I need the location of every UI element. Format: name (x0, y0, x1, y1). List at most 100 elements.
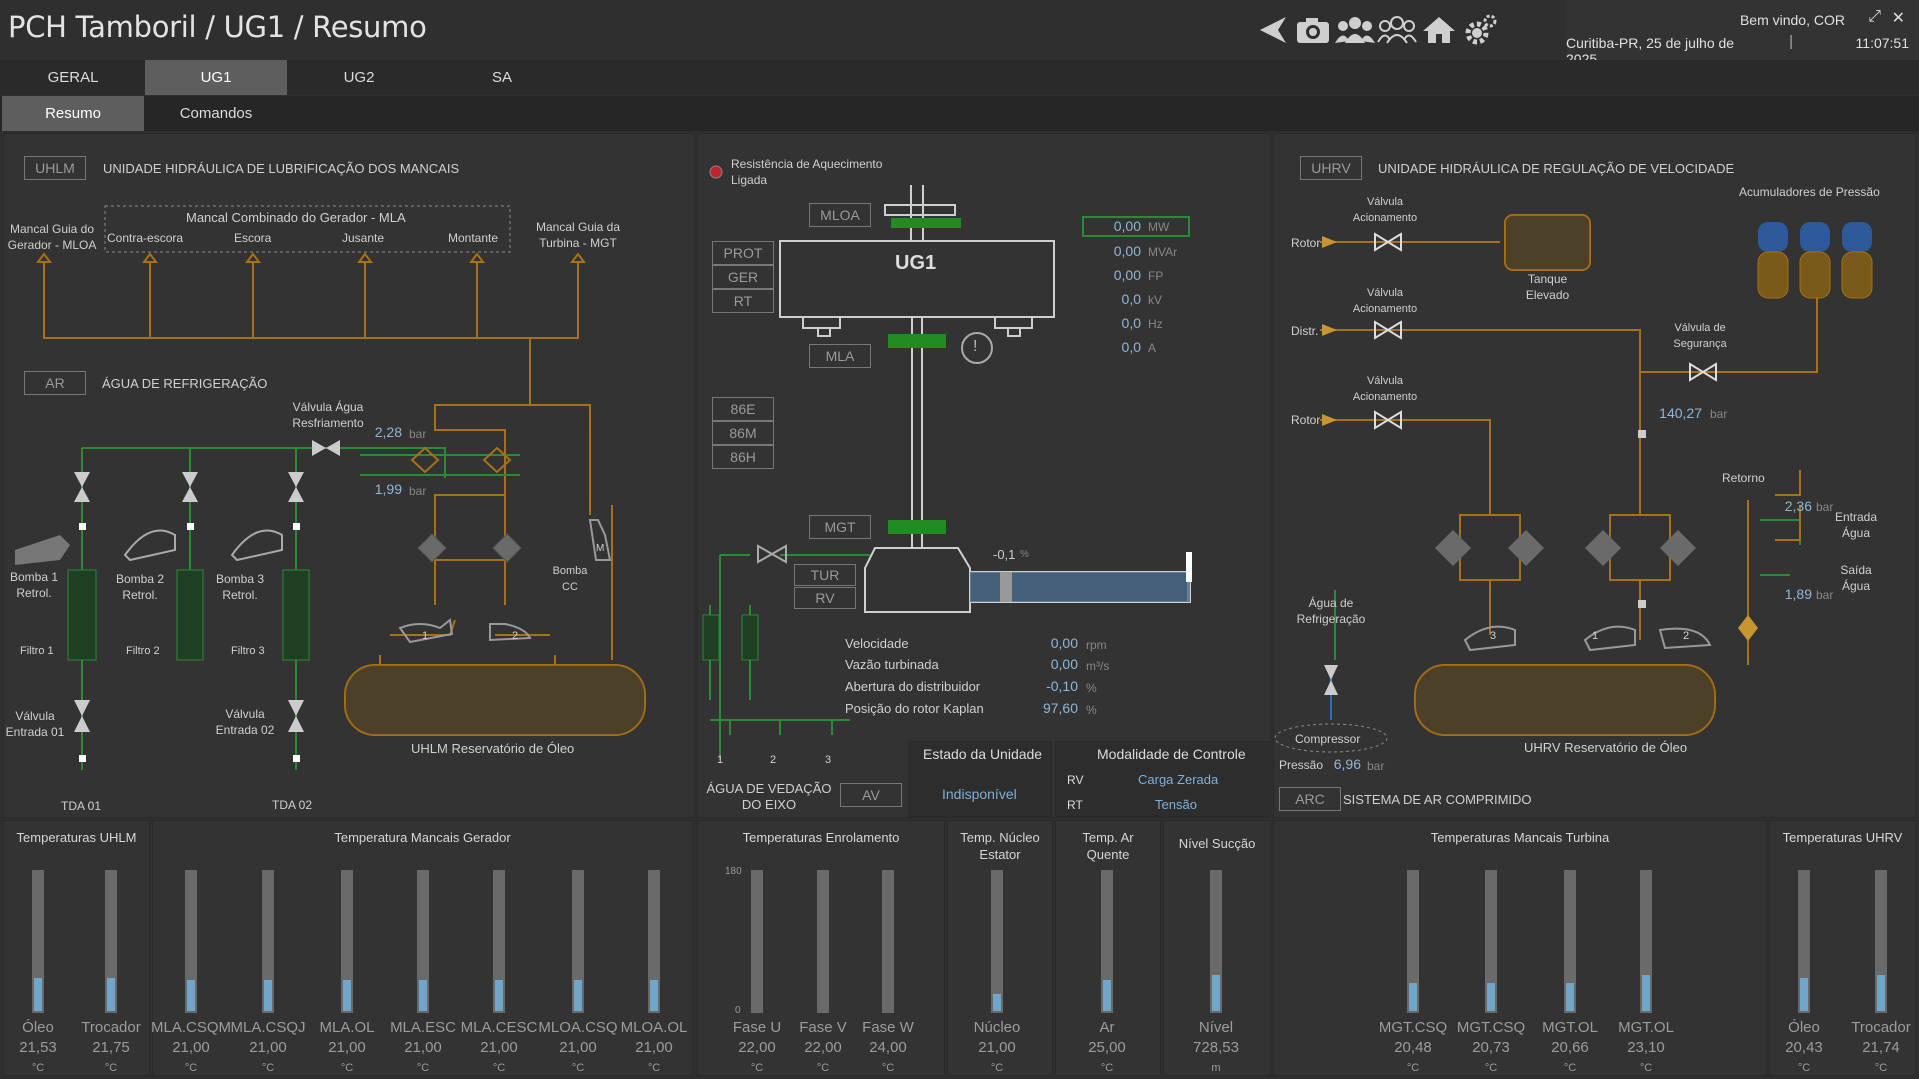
temp-name: MLA.CSQM (150, 1019, 231, 1036)
subtab-comandos[interactable]: Comandos (179, 105, 253, 122)
water-pressure-2: 1,99 (374, 481, 402, 497)
temp-unit: °C (31, 1062, 45, 1074)
temp-name: MGT.OL (1618, 1019, 1674, 1036)
seal-pump-3[interactable]: 3 (825, 754, 832, 766)
seal-pump-2[interactable]: 2 (770, 754, 777, 766)
info-vazao-label: Vazão turbinada (845, 657, 939, 672)
temp-bar-fill (1800, 978, 1808, 1011)
temp-bar-fill (993, 994, 1001, 1011)
arc-tag[interactable]: ARC (1279, 787, 1341, 811)
home-icon[interactable] (1418, 10, 1460, 50)
modalidade-rv-label: RV (1067, 773, 1084, 787)
tab-geral[interactable]: GERAL (47, 69, 99, 86)
temp-unit: m (1211, 1062, 1221, 1074)
retorno-label: Retorno (1722, 471, 1765, 485)
uhrv-pump-3[interactable]: 3 (1490, 630, 1497, 642)
temp-unit: °C (881, 1062, 895, 1074)
temp-nucleo-title: Temp. Núcleo Estator (960, 830, 1040, 862)
camera-icon[interactable] (1292, 10, 1334, 50)
temp-bar-fill (419, 980, 427, 1011)
info-vazao-unit: m³/s (1086, 659, 1110, 673)
estado-title: Estado da Unidade (923, 746, 1043, 762)
temp-enrolamento-title: Temperaturas Enrolamento (742, 830, 900, 845)
seal-pump-1[interactable]: 1 (717, 754, 724, 766)
rt-tag[interactable]: RT (712, 289, 774, 313)
uhrv-water-in-unit: bar (1816, 500, 1834, 514)
measure-fp-unit: FP (1148, 269, 1164, 283)
alert-icon[interactable]: ! (973, 338, 978, 355)
temp-name: MLA.CSQJ (230, 1019, 306, 1036)
bomba-2-label: Bomba 2 Retrol. (115, 572, 165, 602)
tab-sa[interactable]: SA (491, 69, 512, 86)
seal-water-title: ÁGUA DE VEDAÇÃO DO EIXO (706, 781, 832, 812)
contra-escora-label: Contra-escora (107, 231, 184, 245)
settings-icon[interactable] (1460, 10, 1502, 50)
uhrv-tag[interactable]: UHRV (1300, 156, 1362, 180)
temp-name: MGT.OL (1542, 1019, 1598, 1036)
back-arrow-icon[interactable] (1252, 10, 1294, 50)
86e-tag[interactable]: 86E (712, 397, 774, 421)
heater-status: Resistência de Aquecimento Ligada (731, 157, 883, 187)
temp-unit: °C (261, 1062, 275, 1074)
users-outline-icon[interactable] (1376, 10, 1418, 50)
uhrv-cooling-water-label: Água de Refrigeração (1296, 596, 1366, 626)
tda-01-label: TDA 01 (61, 799, 102, 813)
temp-unit: °C (184, 1062, 198, 1074)
mgt-label: Mancal Guia da Turbina - MGT (535, 220, 621, 250)
subtab-resumo[interactable]: Resumo (2, 96, 144, 131)
info-kaplan-unit: % (1086, 703, 1097, 717)
rv-tag[interactable]: RV (794, 587, 856, 609)
uhlm-pump-2[interactable]: 2 (512, 630, 519, 642)
temp-value: 21,00 (172, 1039, 210, 1056)
temp-bar-mt-2 (1564, 870, 1576, 1013)
mw-highlight (1082, 216, 1190, 237)
temp-uhrv-title: Temperaturas UHRV (1782, 830, 1903, 845)
tab-ug1[interactable]: UG1 (145, 60, 287, 95)
prot-tag[interactable]: PROT (712, 241, 774, 265)
measure-fp: 0,00 (1113, 267, 1141, 283)
uhrv-pump-2[interactable]: 2 (1683, 630, 1690, 642)
info-velocidade-unit: rpm (1086, 638, 1107, 652)
mgt-tag[interactable]: MGT (809, 515, 871, 539)
tab-ug2[interactable]: UG2 (343, 69, 375, 86)
compressor-pressure-unit: bar (1367, 759, 1385, 773)
86m-tag[interactable]: 86M (712, 421, 774, 445)
uhlm-tag[interactable]: UHLM (24, 156, 86, 180)
kaplan-position-value: -0,1 (993, 547, 1016, 562)
filtro-2-label: Filtro 2 (126, 645, 160, 657)
separator: | (1789, 33, 1793, 50)
temp-uhrv-panel: Temperaturas UHRV (1769, 820, 1916, 1076)
temp-value: 21,00 (404, 1039, 442, 1056)
86h-tag[interactable]: 86H (712, 445, 774, 469)
uhlm-title: UNIDADE HIDRÁULICA DE LUBRIFICAÇÃO DOS M… (103, 161, 460, 176)
temp-value: 21,00 (480, 1039, 518, 1056)
ger-tag[interactable]: GER (712, 265, 774, 289)
mla-tag[interactable]: MLA (809, 344, 871, 368)
close-window-icon[interactable]: ✕ (1891, 10, 1905, 27)
mloa-tag[interactable]: MLOA (809, 203, 871, 227)
uhlm-pump-1[interactable]: 1 (422, 630, 429, 642)
valve-entrada-1-label: Válvula Entrada 01 (5, 709, 65, 739)
temp-bar-mg-3 (417, 870, 429, 1013)
ar-tag[interactable]: AR (24, 371, 86, 395)
temp-unit: °C (1100, 1062, 1114, 1074)
av-tag[interactable]: AV (840, 783, 902, 807)
info-abertura-unit: % (1086, 681, 1097, 695)
pressao-label: Pressão (1279, 758, 1324, 772)
uhrv-pump-1[interactable]: 1 (1592, 630, 1599, 642)
temp-value: 20,73 (1472, 1039, 1510, 1056)
valve-acionamento-2-label: Válvula Acionamento (1352, 287, 1418, 315)
users-group-icon[interactable] (1334, 10, 1376, 50)
motor-label: M (596, 543, 605, 554)
nivel-succao-title: Nível Sucção (1178, 836, 1256, 851)
estado-panel (908, 741, 1052, 817)
tur-tag[interactable]: TUR (794, 564, 856, 586)
restore-window-icon[interactable]: ⤢ (1868, 8, 1881, 25)
temp-ar-title: Temp. Ar Quente (1082, 830, 1134, 862)
temp-unit: °C (1874, 1062, 1888, 1074)
uhrv-water-out-unit: bar (1816, 588, 1834, 602)
